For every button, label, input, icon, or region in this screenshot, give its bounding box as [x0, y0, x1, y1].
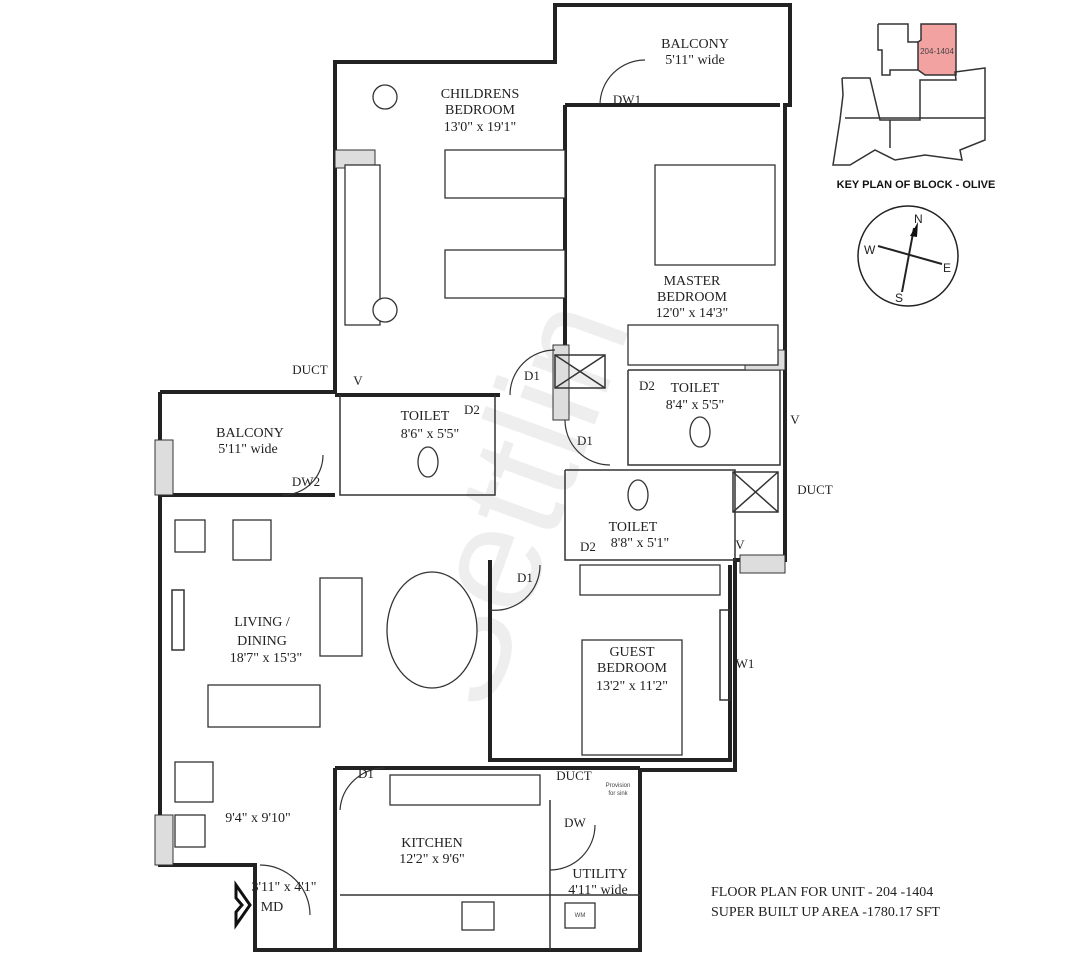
guest-bedroom-size: 13'2" x 11'2": [596, 679, 668, 694]
main-door-label: MD: [261, 900, 284, 915]
furniture: [174, 84, 779, 931]
dw1-label: DW1: [613, 92, 641, 107]
toilet-children-size: 8'6" x 5'5": [401, 427, 459, 442]
key-plan: 204-1404 KEY PLAN OF BLOCK - OLIVE: [832, 23, 996, 191]
key-plan-unit-tag: 204-1404: [920, 47, 954, 56]
kitchen-name: KITCHEN: [401, 836, 462, 851]
master-bedroom-name-2: BEDROOM: [657, 290, 728, 305]
foyer-size: 9'4" x 9'10": [225, 811, 290, 826]
living-dining-size: 18'7" x 15'3": [230, 651, 302, 666]
d2-common-toilet: D2: [580, 539, 596, 554]
d1-children: D1: [524, 368, 540, 383]
utility-name: UTILITY: [572, 867, 627, 882]
toilet-common-size: 8'8" x 5'1": [611, 536, 669, 551]
master-bedroom-name-1: MASTER: [664, 274, 721, 289]
balcony-top-name: BALCONY: [661, 37, 729, 52]
v-left: V: [353, 373, 363, 388]
childrens-bedroom-name-2: BEDROOM: [445, 103, 516, 118]
d1-guest: D1: [517, 570, 533, 585]
childrens-bedroom-size: 13'0" x 19'1": [444, 120, 516, 135]
w1-label: W1: [736, 656, 755, 671]
living-dining-name-1: LIVING /: [234, 615, 290, 630]
entry-size: 3'11" x 4'1": [252, 880, 317, 895]
toilet-common-name: TOILET: [609, 520, 658, 535]
balcony-top-size: 5'11" wide: [665, 53, 724, 68]
living-dining-name-2: DINING: [237, 634, 287, 649]
toilet-master-name: TOILET: [671, 381, 720, 396]
master-bedroom-size: 12'0" x 14'3": [656, 306, 728, 321]
guest-bedroom-name-1: GUEST: [609, 645, 655, 660]
d2-children-toilet: D2: [464, 402, 480, 417]
v-master: V: [790, 412, 800, 427]
childrens-bedroom-name-1: CHILDRENS: [441, 87, 520, 102]
key-plan-title: KEY PLAN OF BLOCK - OLIVE: [837, 179, 996, 191]
sink-note-2: for sink: [608, 791, 628, 797]
footer-unit: FLOOR PLAN FOR UNIT - 204 -1404: [711, 885, 933, 900]
compass-icon: N W E S: [857, 205, 959, 307]
wm-label: WM: [575, 913, 586, 919]
toilet-children-name: TOILET: [401, 409, 450, 424]
compass-s: S: [895, 291, 903, 305]
walls: [154, 3, 792, 952]
duct-right: DUCT: [797, 482, 832, 497]
compass-n: N: [914, 212, 923, 226]
duct-kitchen: DUCT: [556, 768, 591, 783]
dw-label: DW: [564, 815, 586, 830]
v-common: V: [735, 537, 745, 552]
balcony-left-size: 5'11" wide: [218, 442, 277, 457]
duct-left: DUCT: [292, 362, 327, 377]
d1-master: D1: [577, 433, 593, 448]
d1-kitchen: D1: [358, 766, 374, 781]
compass-w: W: [864, 243, 876, 257]
footer-area: SUPER BUILT UP AREA -1780.17 SFT: [711, 905, 940, 920]
d2-master-toilet: D2: [639, 378, 655, 393]
toilet-master-size: 8'4" x 5'5": [666, 398, 724, 413]
sink-note-1: Provision: [606, 783, 631, 789]
dw2-label: DW2: [292, 474, 320, 489]
balcony-left-name: BALCONY: [216, 426, 284, 441]
highlighted-unit: [917, 23, 957, 76]
guest-bedroom-name-2: BEDROOM: [597, 661, 668, 676]
utility-size: 4'11" wide: [568, 883, 627, 898]
compass-e: E: [943, 261, 951, 275]
doors: [259, 59, 646, 916]
kitchen-size: 12'2" x 9'6": [399, 852, 464, 867]
entry-arrow-icon: [234, 880, 252, 930]
